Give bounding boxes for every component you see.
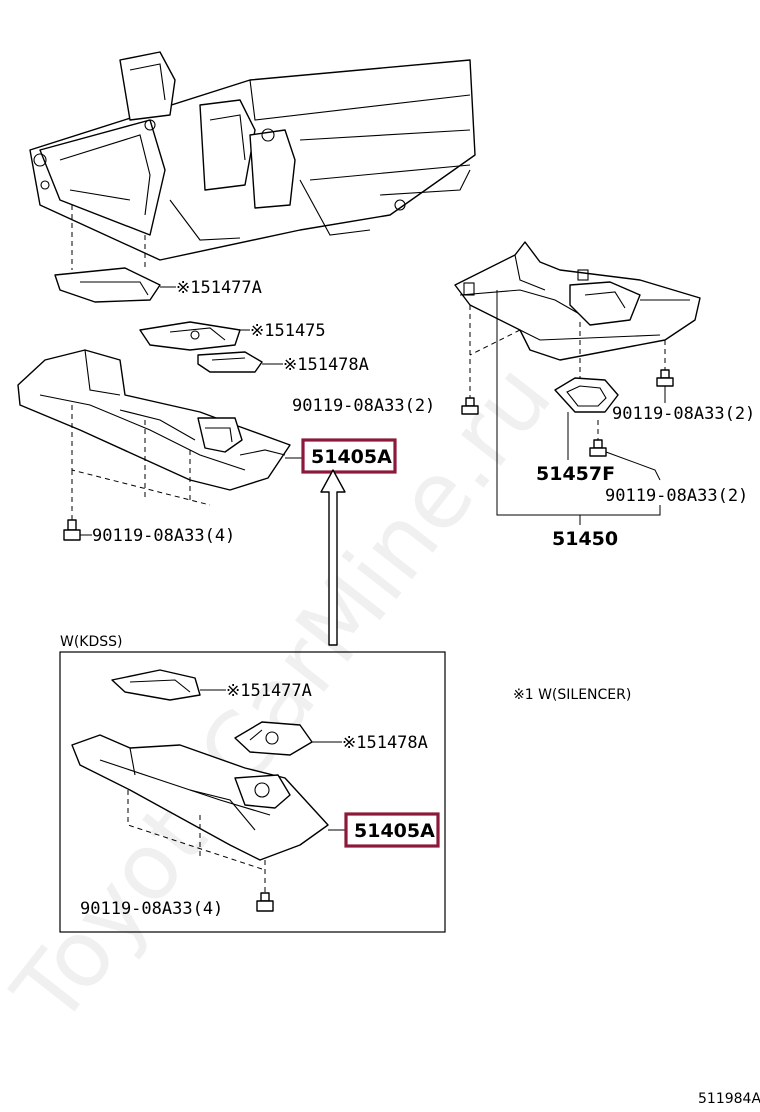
bolt-icon — [256, 892, 274, 912]
bolt-icon — [63, 519, 81, 541]
label-51475: ※151475 — [250, 321, 326, 341]
highlight-51405a-kdss — [344, 812, 440, 848]
part-51405a-kdss-illustration — [71, 734, 329, 861]
label-bolt-center: 90119-08A33(2) — [292, 396, 435, 416]
label-51457f: 51457F — [536, 463, 615, 485]
highlight-51405a-top — [301, 438, 397, 474]
label-51478a-top: ※151478A — [283, 355, 369, 375]
part-51477a-kdss-illustration — [111, 669, 201, 701]
part-51405a-top-illustration — [17, 349, 291, 491]
right-dashed-2 — [469, 329, 521, 356]
part-51450-assembly-illustration — [454, 241, 701, 361]
label-bolt-right-2: 90119-08A33(2) — [605, 486, 748, 506]
label-bolt-right-1: 90119-08A33(2) — [612, 404, 755, 424]
part-51457f-illustration — [554, 377, 619, 413]
bolt-icon — [589, 439, 607, 457]
part-51478a-top-illustration — [197, 351, 263, 373]
label-bolt-kdss: 90119-08A33(4) — [80, 899, 223, 919]
bracket-51450 — [496, 290, 661, 516]
bolt-icon — [656, 369, 674, 387]
label-51405a-top: 51405A — [311, 446, 392, 468]
part-51477a-top-illustration — [54, 267, 161, 303]
vehicle-frame-illustration — [29, 51, 476, 261]
kdss-title: W(KDSS) — [60, 634, 123, 650]
kdss-box — [59, 651, 446, 933]
label-51477a-kdss: ※151477A — [226, 681, 312, 701]
up-arrow-icon — [320, 469, 346, 646]
part-51475-illustration — [139, 321, 241, 351]
leader-bolt-right-2 — [605, 451, 661, 481]
bolt-icon — [461, 397, 479, 415]
skid-kdss-dashed-1 — [127, 790, 266, 871]
label-51478a-kdss: ※151478A — [342, 733, 428, 753]
label-51405a-kdss: 51405A — [354, 820, 435, 842]
label-51450: 51450 — [552, 528, 618, 550]
note-silencer: ※1 W(SILENCER) — [513, 687, 631, 703]
label-51477a-top: ※151477A — [176, 278, 262, 298]
label-bolt-left-top: 90119-08A33(4) — [92, 526, 235, 546]
diagram-id: 511984A — [698, 1091, 760, 1107]
